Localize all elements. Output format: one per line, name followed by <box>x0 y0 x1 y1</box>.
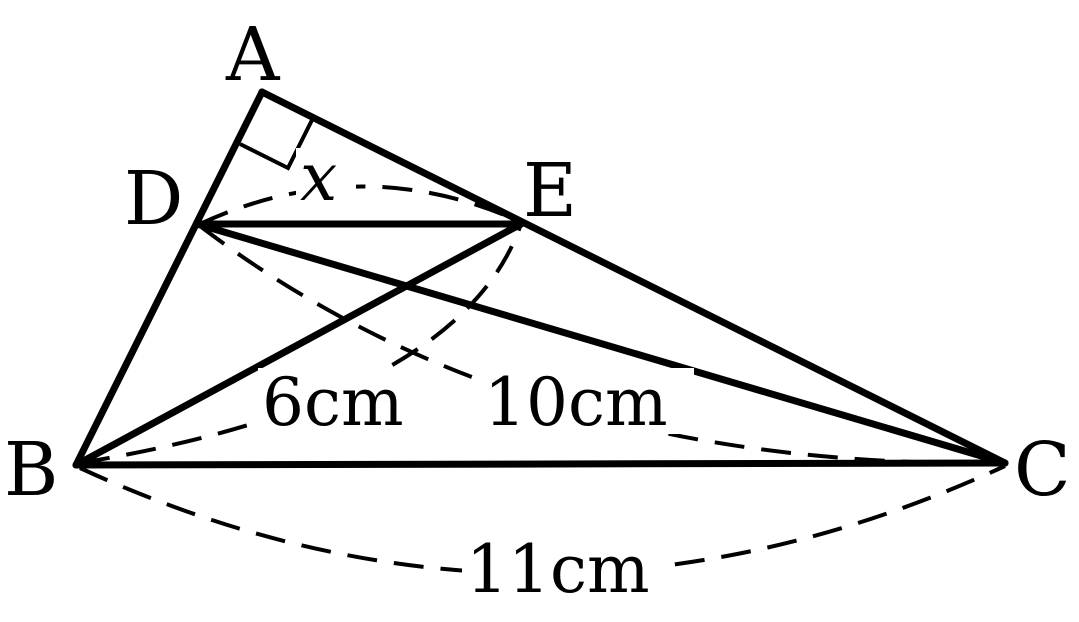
label-10cm: 10cm <box>484 364 668 441</box>
right-angle-mark <box>239 119 314 171</box>
label-c: C <box>1014 427 1071 513</box>
side-bc <box>72 459 1009 469</box>
side-ac <box>258 88 1009 467</box>
segment-be <box>72 220 525 469</box>
label-d: D <box>124 156 183 242</box>
segment-dc <box>193 220 1009 467</box>
label-bg-x <box>296 148 356 210</box>
dashed-arc-de <box>199 184 522 226</box>
dashed-arc-be <box>79 223 523 465</box>
label-bg-6cm <box>258 368 430 434</box>
side-ab <box>72 88 266 469</box>
dashed-arc-dc <box>198 224 1006 466</box>
label-e: E <box>523 148 577 234</box>
label-bg-11cm <box>462 530 666 602</box>
label-6cm: 6cm <box>262 364 404 441</box>
label-11cm: 11cm <box>466 531 650 608</box>
label-bg-10cm <box>480 368 694 434</box>
label-b: B <box>4 427 58 513</box>
label-x: x <box>300 139 337 216</box>
label-a: A <box>225 12 281 98</box>
